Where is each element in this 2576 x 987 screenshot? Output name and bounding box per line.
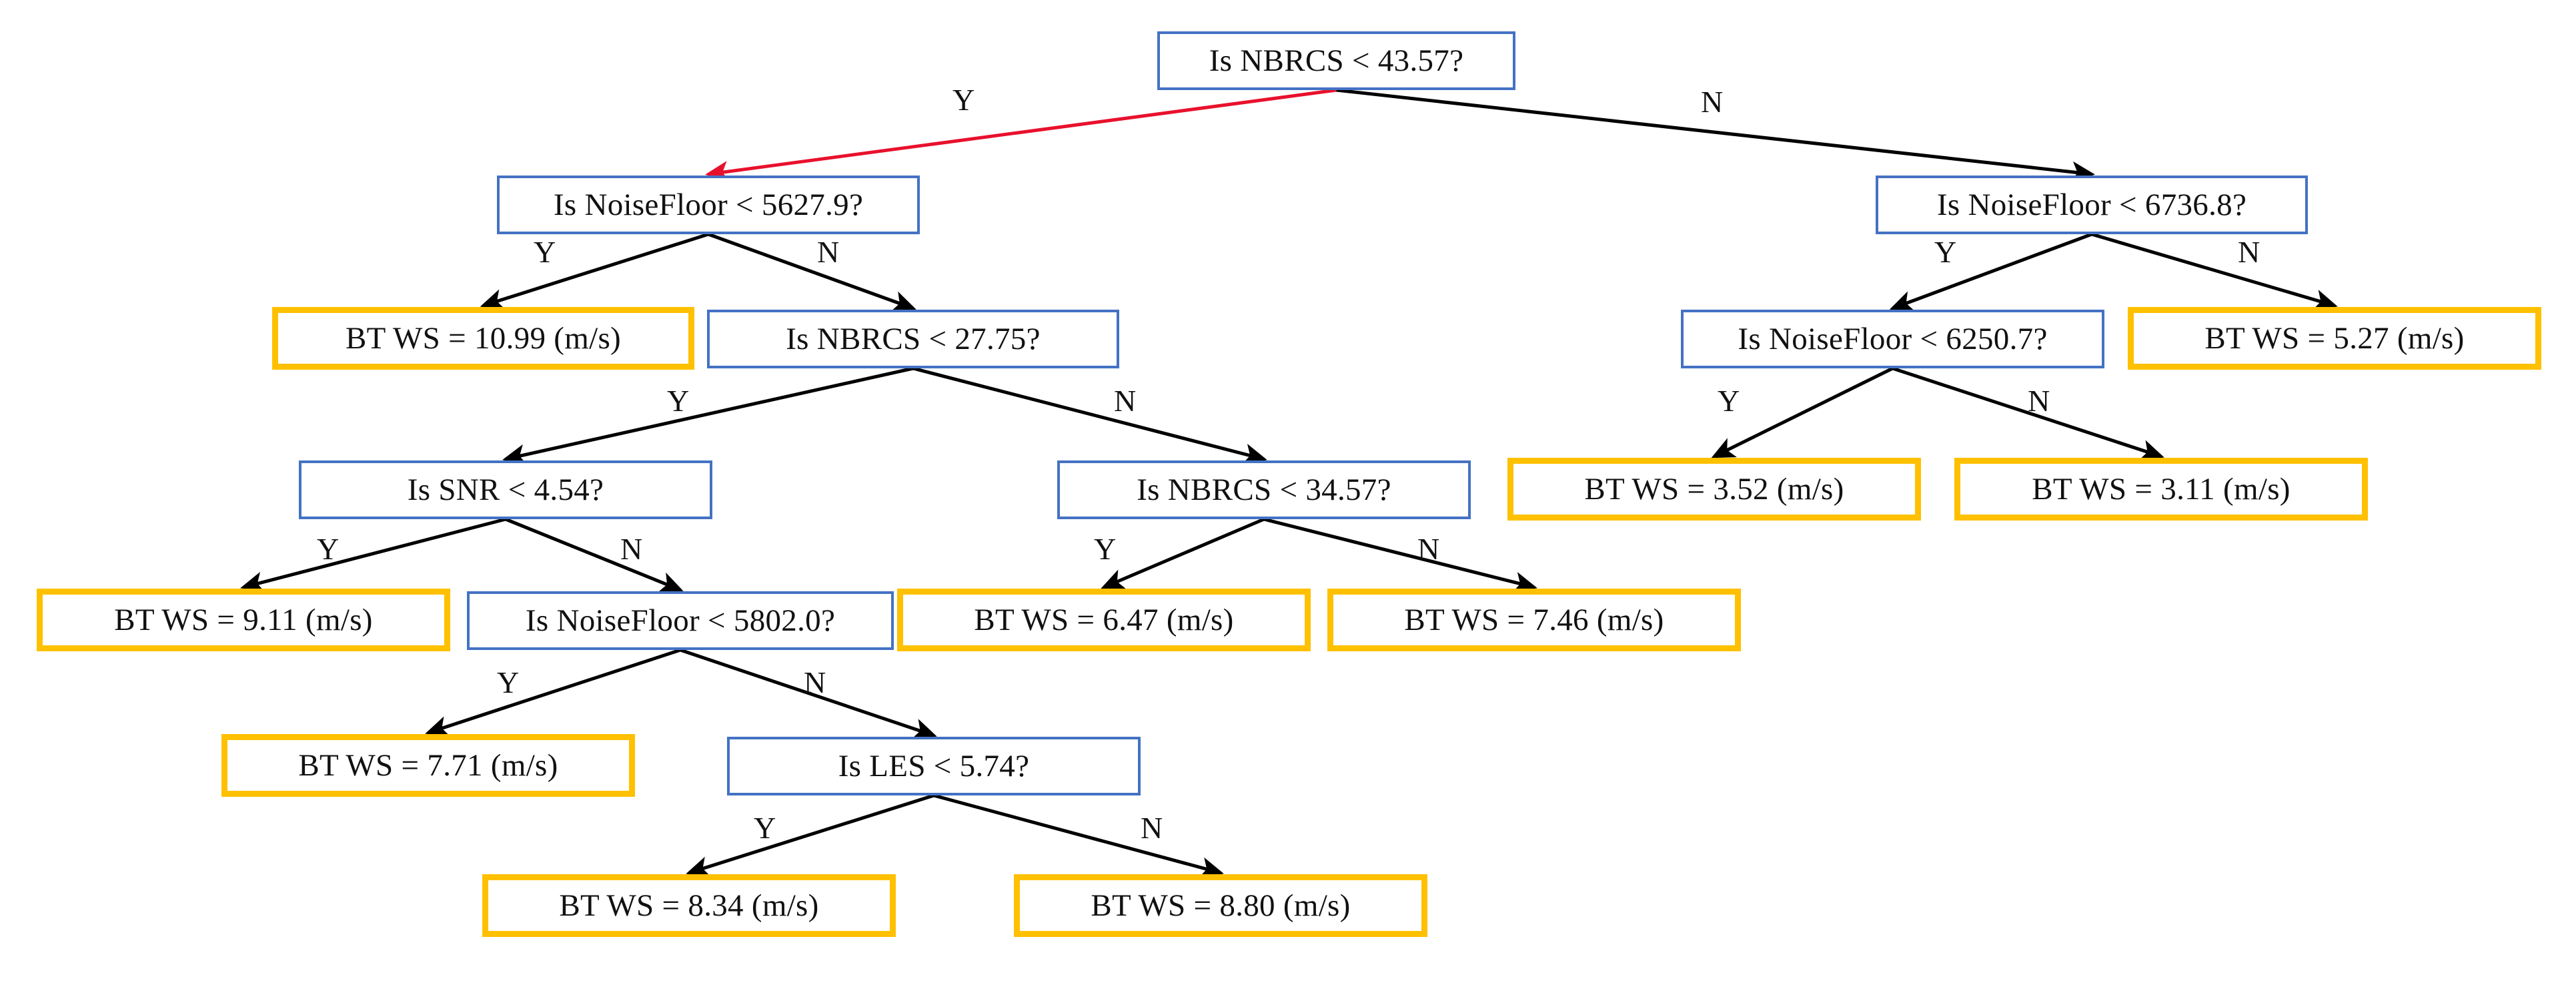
edge-label-y: Y	[952, 83, 975, 117]
edge-label-y: Y	[1094, 532, 1117, 566]
leaf-node: BT WS = 3.11 (m/s)	[1954, 458, 2368, 521]
edge-label-n: N	[620, 532, 643, 566]
node-label: Is NBRCS < 43.57?	[1209, 43, 1464, 78]
node-label: Is LES < 5.74?	[838, 748, 1030, 783]
leaf-node: BT WS = 10.99 (m/s)	[272, 307, 694, 370]
node-label: BT WS = 7.71 (m/s)	[298, 747, 558, 783]
edge-label-n: N	[2028, 384, 2050, 418]
decision-node: Is NBRCS < 43.57?	[1157, 31, 1515, 90]
tree-edge-y	[480, 232, 709, 310]
decision-node: Is NoiseFloor < 5627.9?	[497, 176, 920, 234]
edge-label-y: Y	[497, 665, 520, 699]
edge-label-n: N	[817, 235, 840, 269]
tree-edge-n	[708, 232, 916, 312]
edge-label-n: N	[1141, 811, 1163, 845]
edge-label-y: Y	[1934, 235, 1957, 269]
node-label: BT WS = 3.11 (m/s)	[2032, 471, 2291, 507]
decision-node: Is LES < 5.74?	[727, 737, 1141, 795]
decision-node: Is NoiseFloor < 5802.0?	[467, 591, 894, 650]
node-label: Is NoiseFloor < 5802.0?	[525, 603, 836, 638]
tree-edge-y	[240, 517, 506, 593]
tree-edge-n	[912, 366, 1267, 464]
tree-edge-n	[2091, 232, 2338, 310]
edge-label-n: N	[1417, 532, 1440, 566]
node-label: Is NoiseFloor < 6250.7?	[1738, 321, 2048, 356]
leaf-node: BT WS = 7.46 (m/s)	[1327, 589, 1741, 651]
node-label: BT WS = 7.46 (m/s)	[1404, 602, 1664, 637]
node-label: BT WS = 5.27 (m/s)	[2204, 320, 2465, 356]
node-label: BT WS = 8.80 (m/s)	[1091, 888, 1351, 923]
decision-node: Is NoiseFloor < 6736.8?	[1876, 176, 2308, 234]
tree-edge-y	[1711, 366, 1894, 458]
node-label: Is NoiseFloor < 6736.8?	[1936, 187, 2247, 222]
edge-label-n: N	[2238, 235, 2261, 269]
edge-label-y: Y	[317, 532, 340, 566]
leaf-node: BT WS = 7.71 (m/s)	[221, 734, 635, 797]
node-label: Is NBRCS < 34.57?	[1137, 472, 1391, 507]
decision-node: Is NBRCS < 27.75?	[707, 310, 1119, 368]
tree-edge-n	[1263, 517, 1537, 593]
leaf-node: BT WS = 8.80 (m/s)	[1014, 874, 1427, 937]
tree-edge-y	[1101, 517, 1265, 589]
leaf-node: BT WS = 3.52 (m/s)	[1507, 458, 1921, 521]
edge-label-y: Y	[534, 235, 556, 269]
node-label: BT WS = 9.11 (m/s)	[114, 602, 373, 637]
node-label: BT WS = 6.47 (m/s)	[974, 602, 1234, 637]
tree-edge-n	[1892, 366, 2164, 460]
decision-node: Is SNR < 4.54?	[299, 460, 712, 519]
edge-label-y: Y	[1718, 384, 1740, 418]
edge-label-n: N	[1114, 384, 1137, 418]
node-label: Is NBRCS < 27.75?	[786, 321, 1041, 356]
edge-label-y: Y	[754, 811, 776, 845]
node-label: Is NoiseFloor < 5627.9?	[553, 187, 864, 222]
decision-node: Is NBRCS < 34.57?	[1057, 460, 1471, 519]
tree-edge-y	[502, 366, 914, 466]
tree-edge-y	[425, 648, 681, 737]
tree-edge-y	[686, 793, 934, 878]
decision-node: Is NoiseFloor < 6250.7?	[1681, 310, 2104, 368]
tree-edge-y	[1889, 232, 2092, 312]
leaf-node: BT WS = 6.47 (m/s)	[897, 589, 1311, 651]
node-label: Is SNR < 4.54?	[407, 472, 604, 507]
node-label: BT WS = 3.52 (m/s)	[1584, 471, 1844, 507]
tree-edge-n	[505, 517, 684, 593]
leaf-node: BT WS = 8.34 (m/s)	[482, 874, 896, 937]
leaf-node: BT WS = 5.27 (m/s)	[2128, 307, 2541, 370]
leaf-node: BT WS = 9.11 (m/s)	[37, 589, 450, 651]
edge-label-y: Y	[667, 384, 690, 418]
node-label: BT WS = 8.34 (m/s)	[559, 888, 819, 923]
edge-label-n: N	[804, 665, 826, 699]
tree-edge-n	[933, 793, 1224, 878]
edge-label-n: N	[1701, 85, 1724, 119]
tree-edge-y	[705, 88, 1337, 182]
node-label: BT WS = 10.99 (m/s)	[345, 320, 622, 356]
